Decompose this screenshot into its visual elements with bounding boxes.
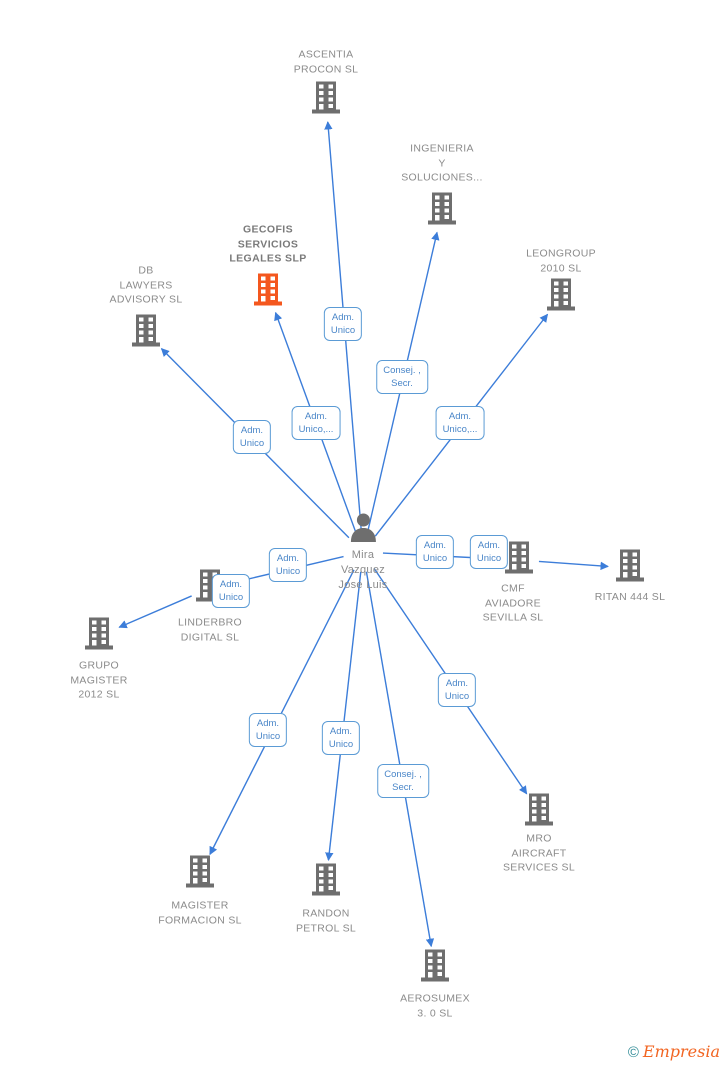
building-icon (616, 549, 644, 582)
building-icon (312, 81, 340, 114)
building-icon (131, 314, 161, 353)
building-icon (84, 617, 114, 656)
node-label-ritan: RITAN 444 SL (595, 590, 666, 605)
building-icon (132, 314, 160, 347)
node-label-grupomag: GRUPO MAGISTER 2012 SL (70, 658, 127, 702)
node-company-grupomag[interactable] (84, 617, 114, 656)
copyright-icon: © (627, 1043, 639, 1061)
node-label-ingenieria: INGENIERIA Y SOLUCIONES... (401, 141, 483, 185)
person-icon (338, 511, 387, 548)
building-icon (421, 949, 449, 982)
edge-label-cmf-to-ritan[interactable]: Adm. Unico (469, 535, 509, 569)
node-label: LINDERBRO DIGITAL SL (178, 616, 242, 644)
edge-label-person-to-leongroup[interactable]: Adm. Unico,... (435, 406, 485, 440)
node-label: CMF AVIADORE SEVILLA SL (482, 582, 544, 624)
node-label-aerosumex: AEROSUMEX 3. 0 SL (400, 992, 470, 1021)
node-label-randon: RANDON PETROL SL (296, 907, 356, 936)
edge-person-to-randon (325, 571, 362, 861)
edge-label-person-to-randon[interactable]: Adm. Unico (321, 721, 361, 755)
node-label: GECOFIS SERVICIOS LEGALES SLP (229, 223, 307, 265)
node-label: Mira Vazquez Jose Luis (338, 549, 388, 591)
building-icon (311, 863, 341, 902)
node-label: GRUPO MAGISTER 2012 SL (70, 659, 128, 701)
person-icon (350, 513, 376, 542)
edge-person-to-aerosumex (365, 571, 435, 948)
watermark-text: Empresia (642, 1042, 720, 1061)
building-icon (420, 949, 450, 988)
edge-cmf-to-ritan (538, 560, 609, 571)
building-icon (524, 793, 554, 832)
node-label: LEONGROUP 2010 SL (526, 247, 596, 275)
building-icon (85, 617, 113, 650)
node-label-magisterf: MAGISTER FORMACION SL (158, 899, 242, 928)
node-company-dblawyers[interactable] (131, 314, 161, 353)
edge-label-person-to-aerosumex[interactable]: Consej. , Secr. (377, 764, 429, 798)
edge-label-person-to-magisterf[interactable]: Adm. Unico (248, 713, 288, 747)
node-label-cmf: CMF AVIADORE SEVILLA SL (483, 581, 544, 625)
node-label-ascentia: ASCENTIA PROCON SL (294, 48, 359, 77)
node-company-gecofis[interactable] (253, 273, 283, 312)
building-icon (615, 549, 645, 588)
node-company-leongroup[interactable] (546, 278, 576, 317)
edge-label-person-to-dblawyers[interactable]: Adm. Unico (232, 420, 272, 454)
node-label: RANDON PETROL SL (295, 907, 357, 935)
node-label: AEROSUMEX 3. 0 SL (400, 992, 470, 1020)
node-label: MRO AIRCRAFT SERVICES SL (503, 832, 575, 874)
node-company-ascentia[interactable] (311, 81, 341, 120)
edge-label-person-to-mro[interactable]: Adm. Unico (437, 673, 477, 707)
edge-label-person-to-linderbro[interactable]: Adm. Unico (268, 548, 308, 582)
node-label-leongroup: LEONGROUP 2010 SL (526, 247, 596, 276)
edge-person-to-magisterf (209, 569, 355, 856)
node-label: RITAN 444 SL (594, 590, 666, 603)
edge-label-person-to-gecofis[interactable]: Adm. Unico,... (291, 406, 341, 440)
node-label: DB LAWYERS ADVISORY SL (109, 264, 183, 306)
building-icon (254, 273, 282, 306)
building-icon (546, 278, 576, 317)
node-label: ASCENTIA PROCON SL (293, 48, 359, 76)
node-label: INGENIERIA Y SOLUCIONES... (401, 142, 483, 184)
edge-label-person-to-cmf[interactable]: Adm. Unico (415, 535, 455, 569)
node-label: MAGISTER FORMACION SL (158, 899, 242, 927)
node-label-mro: MRO AIRCRAFT SERVICES SL (503, 831, 575, 875)
building-icon (185, 855, 215, 894)
edge-label-person-to-ingenieria[interactable]: Consej. , Secr. (376, 360, 428, 394)
node-person-person[interactable]: Mira Vazquez Jose Luis (338, 511, 387, 593)
node-label-gecofis: GECOFIS SERVICIOS LEGALES SLP (229, 222, 306, 266)
building-icon (505, 541, 533, 574)
edge-label-linderbro-to-grupomag[interactable]: Adm. Unico (211, 574, 251, 608)
node-company-aerosumex[interactable] (420, 949, 450, 988)
building-icon (253, 273, 283, 312)
building-icon (186, 855, 214, 888)
node-company-mro[interactable] (524, 793, 554, 832)
building-icon (427, 192, 457, 231)
building-icon (311, 81, 341, 120)
node-company-ritan[interactable] (615, 549, 645, 588)
building-icon (312, 863, 340, 896)
building-icon (525, 793, 553, 826)
building-icon (547, 278, 575, 311)
node-company-magisterf[interactable] (185, 855, 215, 894)
node-company-ingenieria[interactable] (427, 192, 457, 231)
edge-linderbro-to-grupomag (118, 595, 192, 629)
edge-label-person-to-ascentia[interactable]: Adm. Unico (323, 307, 363, 341)
node-label-dblawyers: DB LAWYERS ADVISORY SL (110, 263, 183, 307)
empresia-watermark: © Empresia (628, 1044, 720, 1060)
node-company-cmf[interactable] (504, 541, 534, 580)
building-icon (428, 192, 456, 225)
node-label-linderbro: LINDERBRO DIGITAL SL (178, 616, 242, 645)
node-company-randon[interactable] (311, 863, 341, 902)
building-icon (504, 541, 534, 580)
